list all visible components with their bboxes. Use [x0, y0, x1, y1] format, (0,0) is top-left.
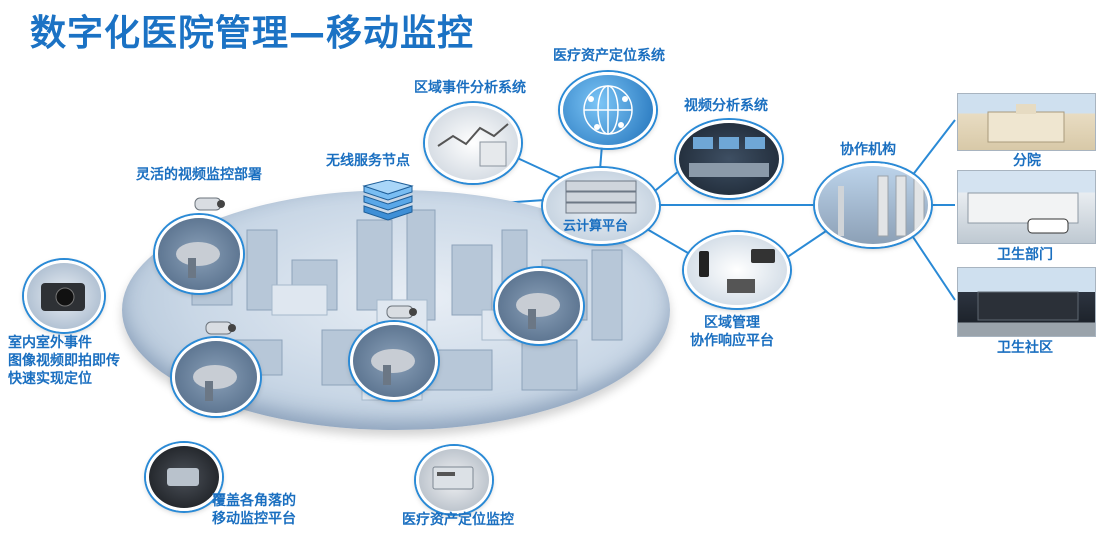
camera-node-3	[350, 322, 438, 400]
camera-node-1	[155, 215, 243, 293]
regional-response-node	[684, 232, 790, 308]
camera-node-4	[495, 268, 583, 344]
branch-hospital-photo	[957, 93, 1096, 151]
camera-icon-3	[385, 302, 419, 326]
camera-icon-2	[204, 318, 238, 342]
video-analysis-node	[676, 120, 782, 198]
video-analysis-label: 视频分析系统	[684, 98, 768, 114]
mobile-monitoring-label: 覆盖各角落的 移动监控平台	[212, 493, 296, 527]
asset-monitoring-label: 医疗资产定位监控	[402, 512, 514, 528]
cooperation-org-node	[815, 163, 931, 247]
cloud-platform-node[interactable]	[543, 168, 659, 244]
page-title: 数字化医院管理—移动监控	[30, 13, 475, 54]
line-coop-community	[904, 224, 956, 301]
health-department-label: 卫生部门	[997, 247, 1053, 263]
area-event-analysis-label: 区域事件分析系统	[414, 80, 526, 96]
health-community-photo	[957, 267, 1096, 337]
server-icon	[565, 180, 637, 214]
camera-node-2	[172, 338, 260, 416]
asset-location-system-label: 医疗资产定位系统	[553, 48, 665, 64]
globe-icon	[583, 85, 633, 135]
asset-tag-node	[416, 446, 492, 514]
branch-hospital-label: 分院	[1013, 153, 1041, 169]
cloud-platform-label: 云计算平台	[563, 219, 629, 234]
area-event-analysis-node	[425, 103, 521, 183]
city-buildings	[191, 209, 623, 401]
regional-response-label: 区域管理 协作响应平台	[690, 315, 774, 349]
cooperation-org-label: 协作机构	[840, 142, 896, 158]
line-response-coop	[779, 224, 836, 263]
flexible-deployment-label: 灵活的视频监控部署	[136, 167, 262, 183]
health-community-label: 卫生社区	[997, 340, 1053, 356]
wireless-node-label: 无线服务节点	[326, 153, 410, 169]
wireless-node-icon	[362, 179, 414, 222]
indoor-outdoor-label: 室内室外事件 图像视频即拍即传 快速实现定位	[8, 335, 120, 387]
camera-icon-1	[193, 194, 227, 218]
camera-device-node	[24, 260, 104, 332]
mobile-monitoring-node	[146, 443, 222, 511]
line-cloud-video	[649, 169, 681, 196]
health-department-photo	[957, 170, 1096, 244]
asset-location-system-node	[560, 72, 656, 148]
